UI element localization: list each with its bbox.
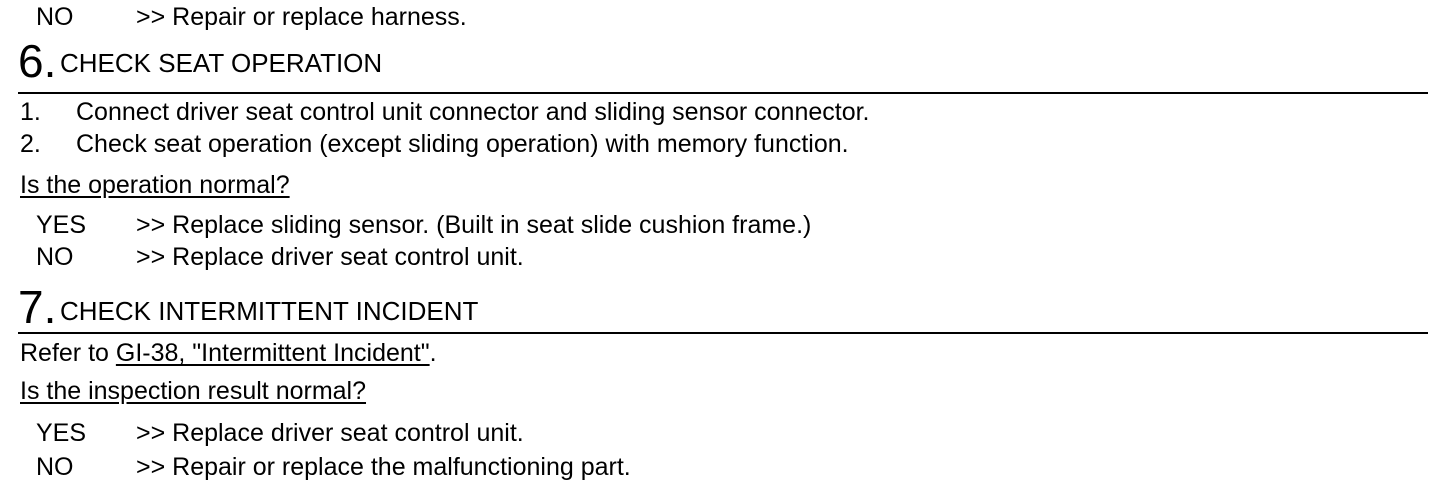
list-item-number: 2. [20, 130, 41, 158]
answer-label: NO [36, 453, 74, 481]
answer-text: >> Replace driver seat control unit. [136, 419, 524, 447]
inspection-question: Is the inspection result normal? [20, 377, 367, 405]
step-title: CHECK INTERMITTENT INCIDENT [60, 296, 479, 326]
step-number: 6. [18, 35, 57, 87]
answer-label: YES [36, 419, 87, 447]
list-item-text: Check seat operation (except sliding ope… [76, 130, 849, 158]
list-item-number: 1. [20, 98, 41, 126]
step-6-divider [18, 92, 1428, 94]
answer-label: NO [36, 3, 74, 31]
answer-text: >> Repair or replace the malfunctioning … [136, 453, 631, 481]
step-title: CHECK SEAT OPERATION [60, 48, 383, 78]
inspection-question: Is the operation normal? [20, 171, 290, 199]
refer-text: Refer to GI-38, "Intermittent Incident". [20, 338, 437, 368]
reference-link[interactable]: GI-38, "Intermittent Incident" [115, 339, 430, 367]
answer-text: >> Replace driver seat control unit. [136, 243, 524, 271]
answer-label: YES [36, 211, 87, 239]
answer-label: NO [36, 243, 74, 271]
refer-prefix: Refer to [20, 339, 116, 367]
answer-text: >> Replace sliding sensor. (Built in sea… [136, 211, 812, 239]
refer-suffix: . [429, 339, 437, 367]
answer-text: >> Repair or replace harness. [136, 3, 467, 31]
step-number: 7. [18, 281, 57, 333]
list-item-text: Connect driver seat control unit connect… [76, 98, 870, 126]
step-7-divider [18, 332, 1428, 334]
